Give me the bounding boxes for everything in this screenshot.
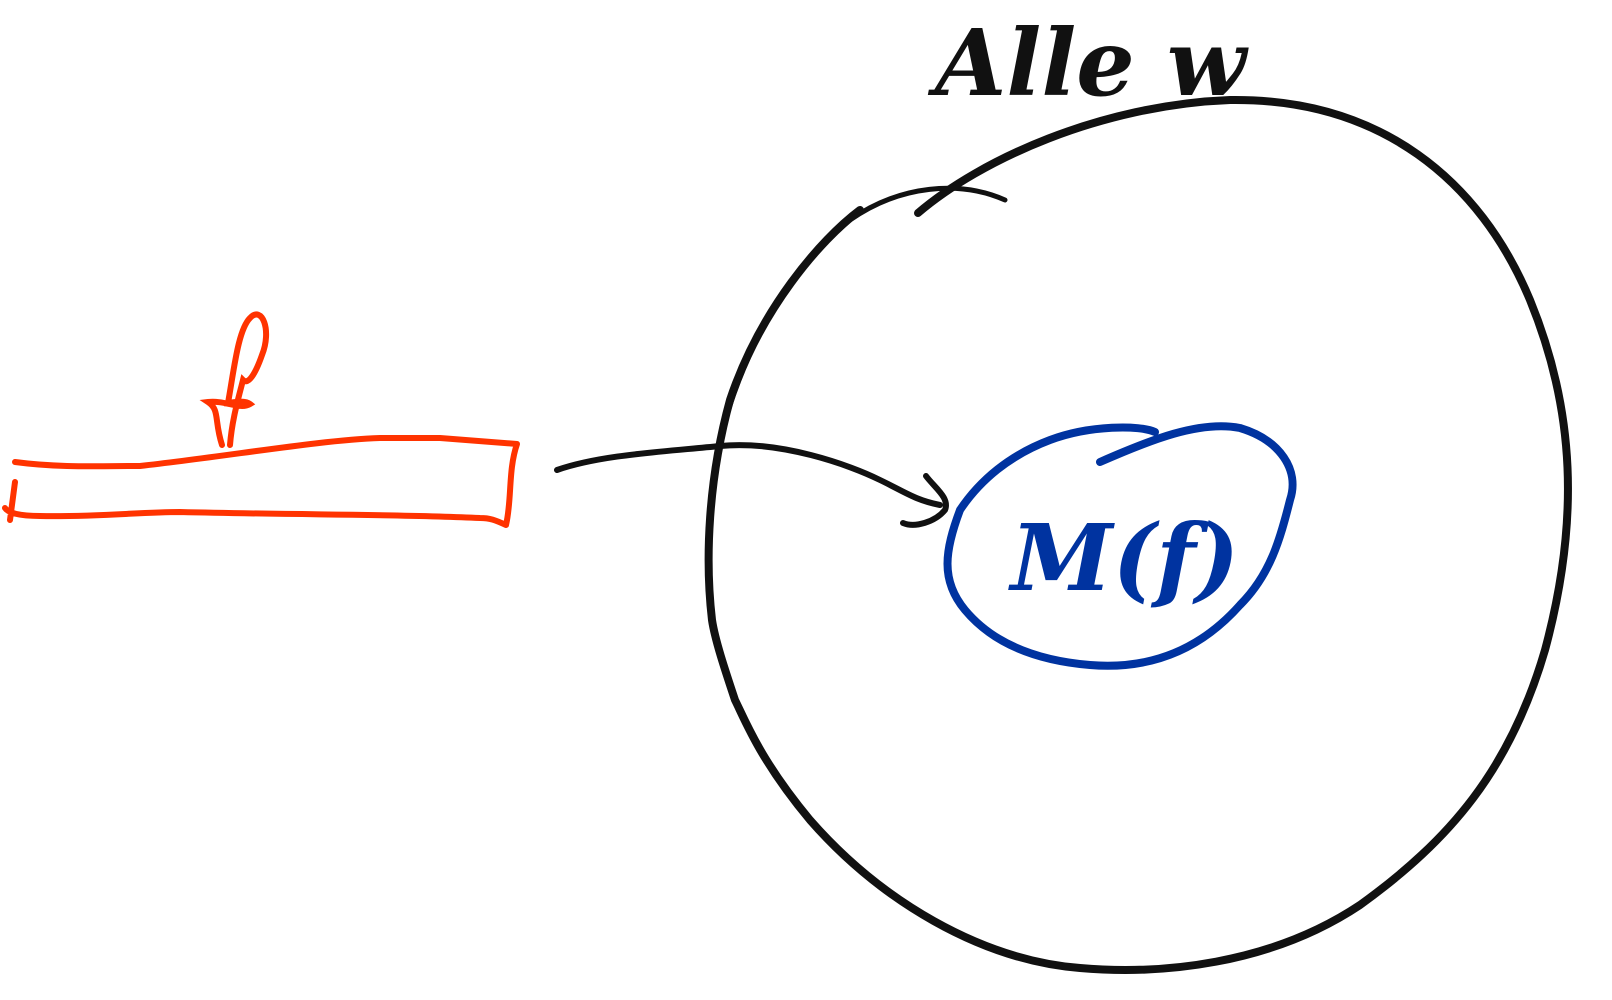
function-f-glyph	[199, 311, 269, 448]
mapping-arrow	[554, 442, 949, 528]
set-circle	[704, 95, 1572, 974]
image-ellipse	[943, 422, 1297, 670]
function-box	[2, 435, 520, 528]
set-circle-overlap	[717, 185, 1008, 443]
set-label: Alle w	[927, 9, 1249, 117]
image-label: M(f)	[1008, 504, 1239, 612]
